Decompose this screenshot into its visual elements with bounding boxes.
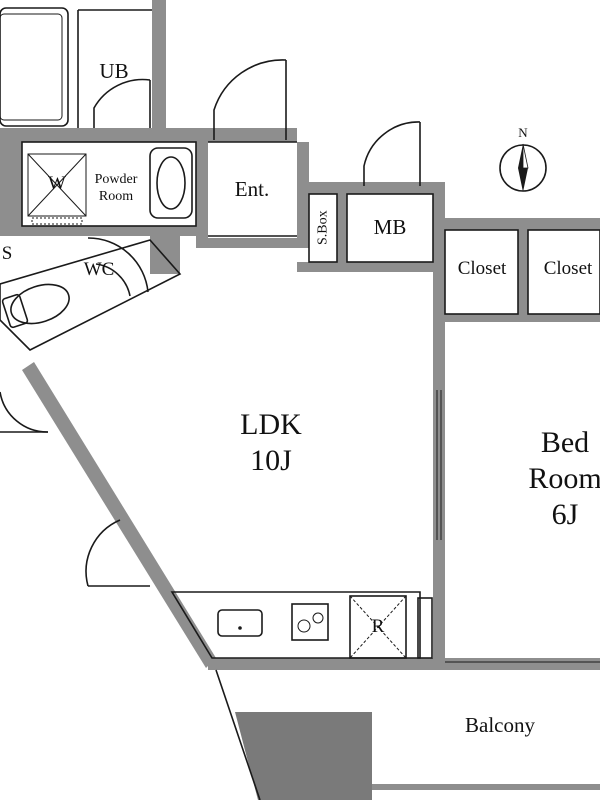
north-arrow-icon [499, 143, 547, 192]
closet-2-label: Closet [543, 258, 593, 279]
outlines [0, 7, 600, 800]
ldk-name-label: LDK [240, 408, 302, 441]
bedroom-line2-label: Room [528, 462, 600, 495]
shoe-box-label: S.Box [315, 210, 331, 246]
bedroom-size-label: 6J [551, 498, 579, 531]
washer-label: W [48, 173, 66, 194]
balcony-label: Balcony [465, 713, 535, 737]
powder-room-line1-label: Powder [94, 172, 138, 187]
bedroom-line1-label: Bed [540, 426, 590, 459]
ldk-size-label: 10J [250, 444, 292, 477]
north-label: N [518, 125, 528, 140]
entrance-label: Ent. [234, 177, 270, 201]
powder-room-line2-label: Room [98, 189, 134, 204]
toilet-label: WC [83, 259, 115, 280]
storage-label: S [1, 243, 13, 264]
unit-bath-label: UB [99, 59, 129, 83]
meter-box-label: MB [373, 215, 407, 239]
closet-1-label: Closet [457, 258, 507, 279]
refrigerator-label: R [371, 616, 385, 637]
